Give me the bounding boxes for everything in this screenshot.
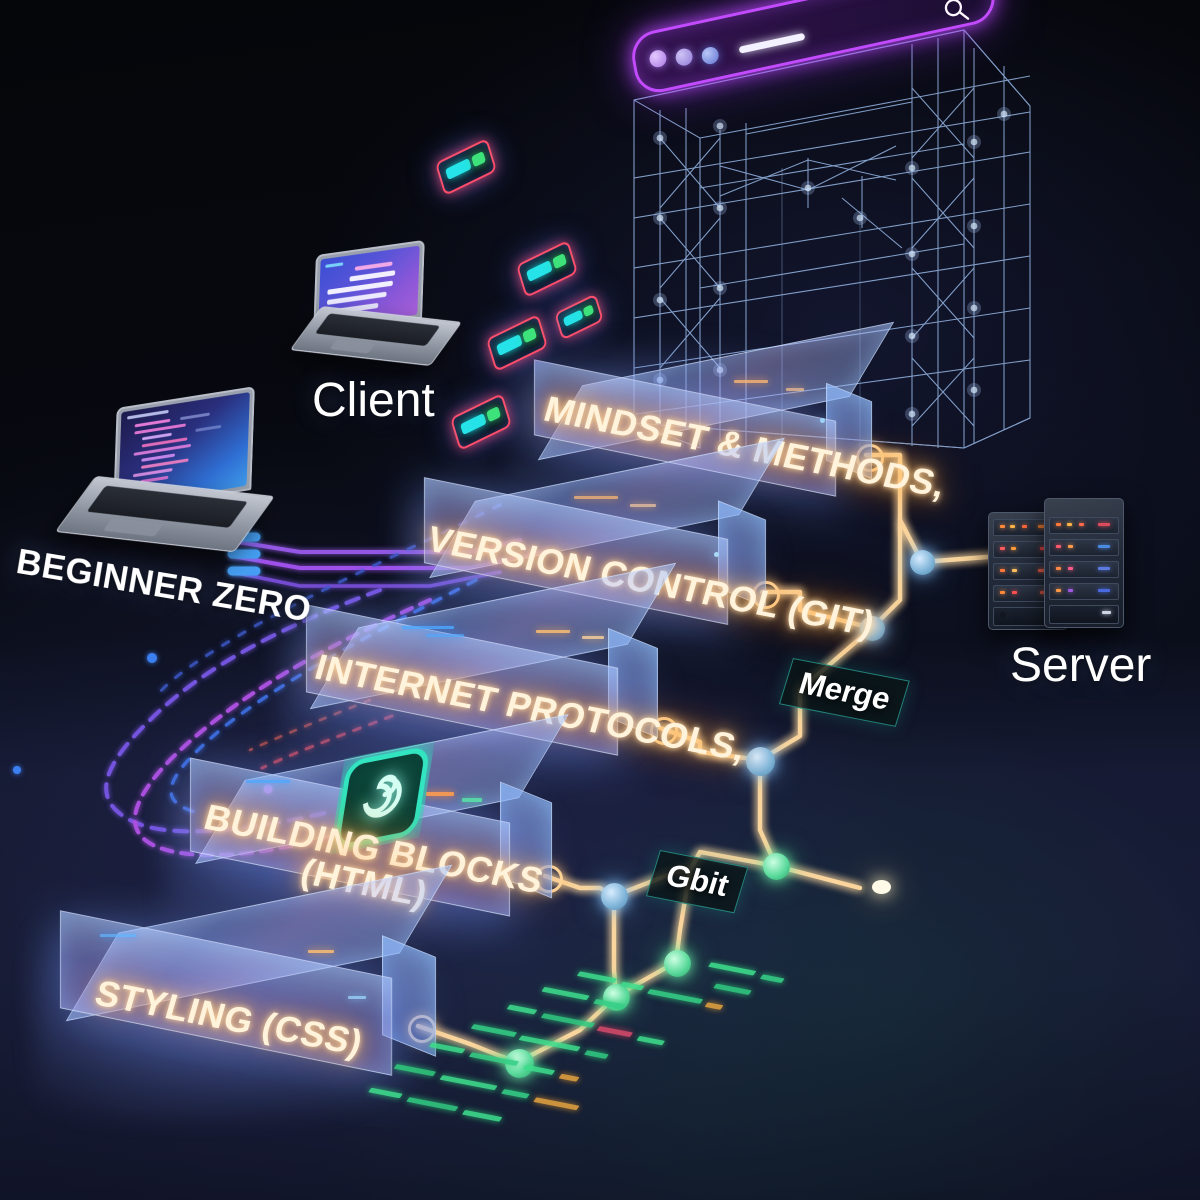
chip-bar-accent bbox=[582, 304, 595, 318]
search-icon[interactable] bbox=[939, 0, 975, 33]
network-node-blocks[interactable] bbox=[601, 883, 628, 910]
network-node-center[interactable] bbox=[746, 747, 775, 776]
laptop-base bbox=[289, 306, 463, 366]
chip-bar-primary bbox=[496, 334, 523, 357]
server-rack-icon[interactable] bbox=[988, 498, 1124, 630]
server-rack-right bbox=[1044, 498, 1124, 628]
chip-bar-primary bbox=[526, 260, 553, 283]
connection-endpoint-dot bbox=[872, 880, 891, 894]
laptop-code-icon[interactable] bbox=[55, 386, 275, 558]
plate-gbit-label: Gbit bbox=[661, 857, 734, 903]
laptop-trackpad bbox=[329, 339, 376, 354]
chip-bar-accent bbox=[471, 151, 487, 168]
network-node-gbit[interactable] bbox=[763, 853, 790, 880]
chip-bar-primary bbox=[445, 158, 472, 181]
chip-bar-primary bbox=[460, 413, 487, 436]
chip-bar-accent bbox=[486, 406, 502, 423]
chip-bar-accent bbox=[522, 327, 538, 344]
network-node-lower-right[interactable] bbox=[664, 950, 691, 977]
browser-address-bar[interactable] bbox=[628, 0, 999, 98]
chip-bar-primary bbox=[562, 309, 584, 327]
step-block-mindset-methods[interactable] bbox=[508, 321, 895, 497]
network-node-merge[interactable] bbox=[860, 616, 885, 641]
chip-bar-accent bbox=[552, 253, 568, 270]
laptop-icon[interactable] bbox=[289, 239, 463, 368]
network-node-merge-upper[interactable] bbox=[910, 550, 935, 575]
spiral-icon bbox=[329, 741, 435, 855]
laptop-trackpad bbox=[102, 517, 165, 537]
